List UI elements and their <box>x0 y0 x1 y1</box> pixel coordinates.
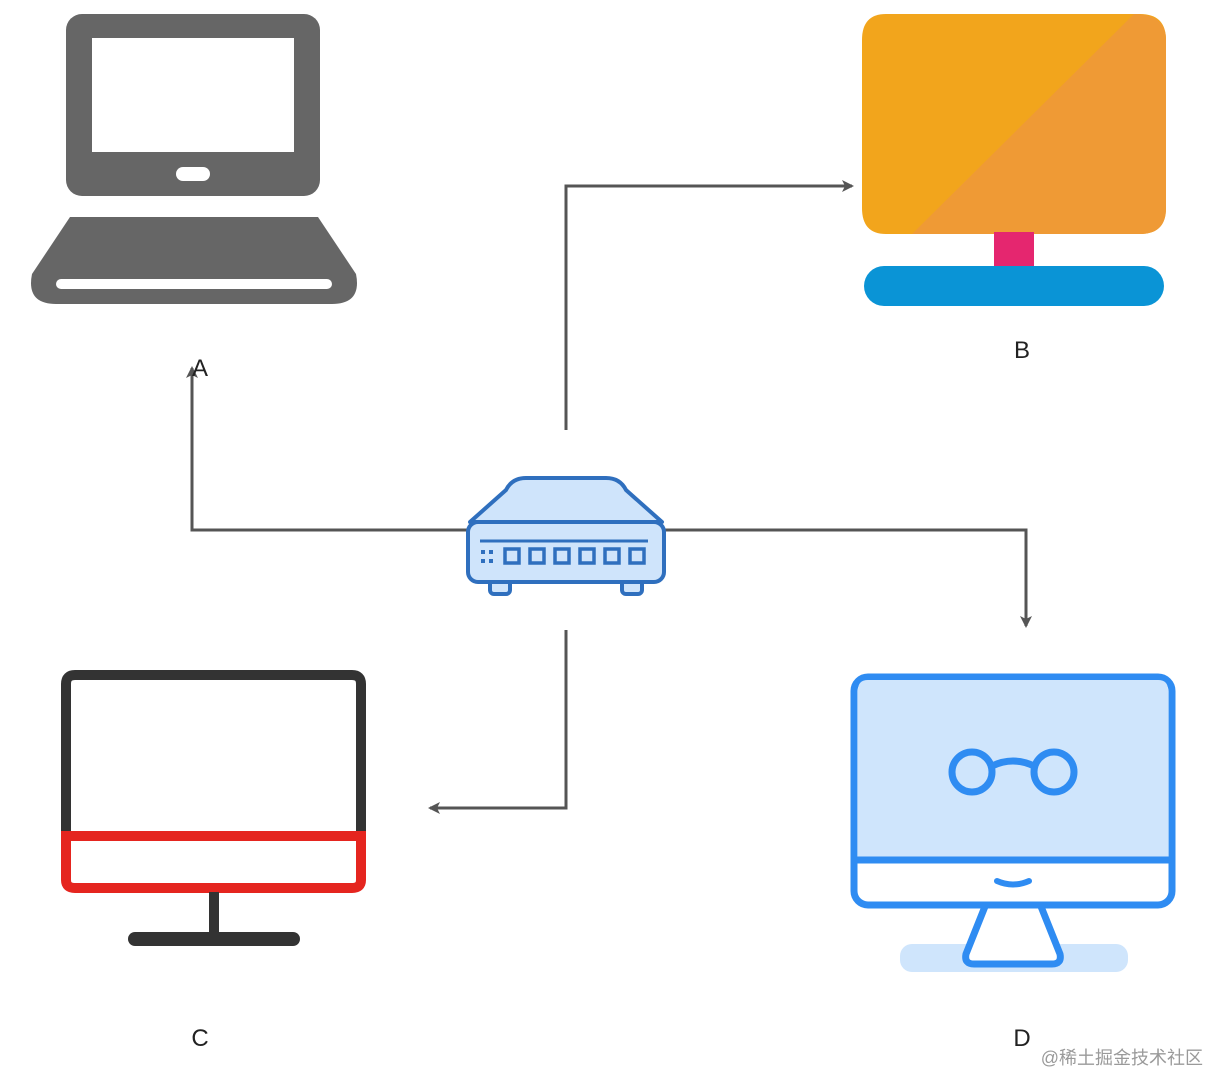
monitor-icon <box>61 670 366 946</box>
node-d-label: D <box>1013 1025 1030 1052</box>
edge-hub-to-a <box>186 366 470 532</box>
desktop-monitor-icon <box>850 673 1176 972</box>
node-b-label: B <box>1014 337 1030 364</box>
watermark: @稀土掘金技术社区 <box>1041 1048 1203 1068</box>
network-switch-icon <box>466 476 666 596</box>
node-b[interactable]: B <box>862 14 1166 364</box>
edge-hub-to-b <box>564 180 854 430</box>
node-a-label: A <box>192 355 208 382</box>
node-d[interactable]: D <box>850 673 1176 1052</box>
edge-hub-to-c <box>428 630 568 814</box>
monitor-icon <box>862 14 1166 306</box>
node-a[interactable]: A <box>31 14 357 382</box>
network-hub[interactable] <box>466 476 666 596</box>
edge-hub-to-d <box>662 528 1032 628</box>
node-c-label: C <box>191 1025 208 1052</box>
node-c[interactable]: C <box>61 670 366 1052</box>
connectors <box>186 180 1032 814</box>
laptop-icon <box>31 14 357 304</box>
